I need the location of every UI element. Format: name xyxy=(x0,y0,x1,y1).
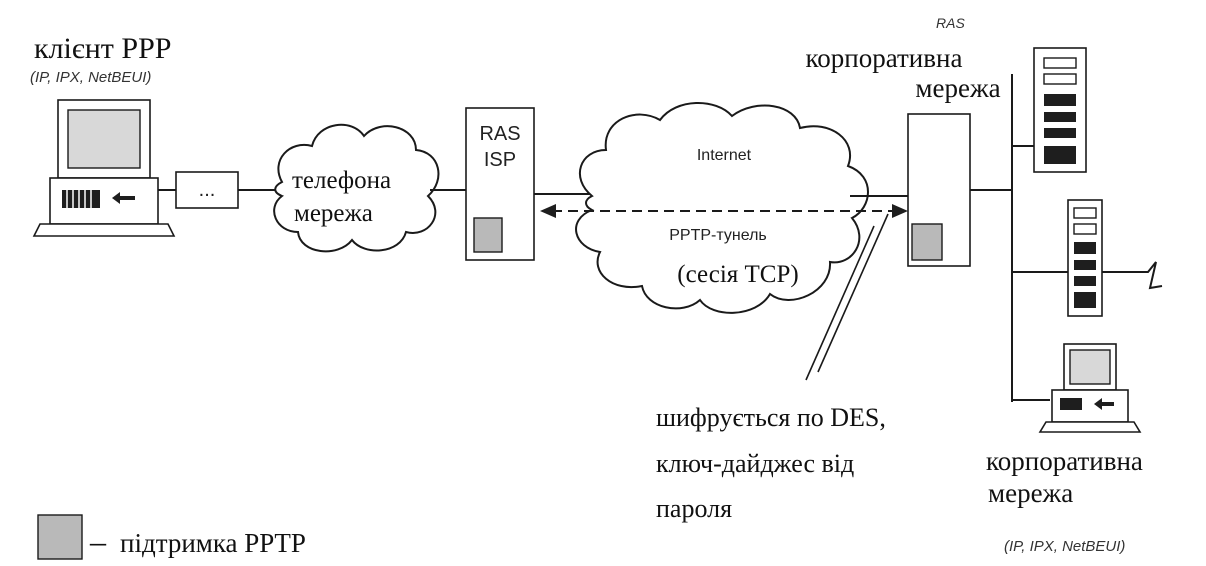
corporate-title-line2: мережа xyxy=(915,73,1000,103)
phone-network-line2: мережа xyxy=(294,200,373,227)
corporate-bottom-line2: мережа xyxy=(988,478,1073,508)
corporate-bottom-protocols: (IP, IPX, NetBEUI) xyxy=(1004,538,1125,555)
tunnel-label: PPTP-тунель xyxy=(669,227,767,244)
corporate-title-line1: корпоративна xyxy=(806,43,963,73)
modem-dots: ... xyxy=(199,179,216,201)
internet-cloud xyxy=(575,102,869,314)
callout-line-2 xyxy=(805,225,875,381)
client-pc-icon xyxy=(32,99,176,237)
callout-line-1 xyxy=(817,213,889,373)
ras-isp-line2: ISP xyxy=(484,149,516,171)
server-1-icon xyxy=(1033,47,1087,173)
encryption-note-line1: шифрується по DES, xyxy=(656,403,886,432)
corporate-ras-label: RAS xyxy=(936,15,965,31)
client-title: клієнт PPP xyxy=(34,32,171,65)
encryption-note-line3: пароля xyxy=(656,494,732,523)
ras-isp-line1: RAS xyxy=(479,123,520,145)
external-link-zigzag xyxy=(1102,261,1163,290)
legend-text: підтримка PPTP xyxy=(120,528,306,558)
phone-network-cloud xyxy=(273,123,440,253)
legend-dash: – xyxy=(89,523,107,559)
tunnel-arrow-left xyxy=(540,204,556,218)
server-2-icon xyxy=(1067,199,1103,317)
phone-network-line1: телефона xyxy=(292,167,391,194)
client-protocols: (IP, IPX, NetBEUI) xyxy=(30,69,151,86)
session-label: (сесія TCP) xyxy=(677,261,798,288)
internet-label: Internet xyxy=(697,147,752,164)
legend-pptp-swatch xyxy=(37,514,83,560)
ras-isp-pptp-marker xyxy=(473,217,503,253)
modem-box xyxy=(175,171,239,209)
corporate-ras-pptp-marker xyxy=(911,223,943,261)
tunnel-arrow-right xyxy=(892,204,908,218)
corporate-workstation-icon xyxy=(1038,343,1142,433)
corporate-bottom-line1: корпоративна xyxy=(986,446,1143,476)
encryption-note-line2: ключ-дайджес від xyxy=(656,449,854,478)
